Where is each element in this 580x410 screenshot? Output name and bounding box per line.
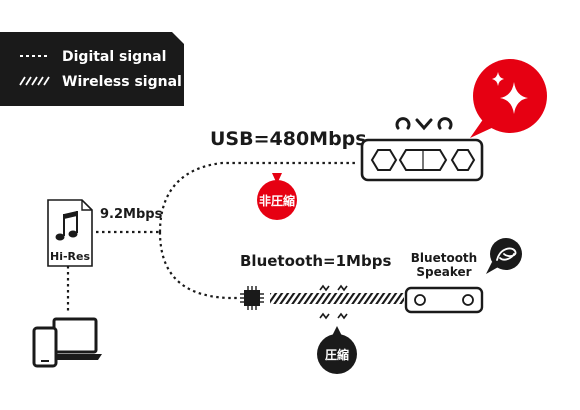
legend-wireless-swatch	[19, 76, 50, 86]
bluetooth-digital-line	[158, 231, 240, 300]
bluetooth-compressed-badge: 圧縮	[317, 326, 357, 374]
wireless-signal-band	[270, 293, 404, 304]
speaker-label-line1: Bluetooth	[411, 251, 477, 265]
usb-bandwidth-label: USB=480Mbps	[210, 128, 367, 150]
speaker-body	[404, 286, 484, 314]
usb-device-body	[360, 138, 484, 182]
digital-signal-paths	[66, 161, 358, 312]
zigzag-marks	[319, 284, 348, 320]
bluetooth-badge-label: 圧縮	[325, 347, 349, 362]
chip-icon	[240, 286, 264, 310]
legend-digital-label: Digital signal	[62, 49, 166, 65]
hi-res-label: Hi-Res	[50, 250, 90, 263]
usb-badge-label: 非圧縮	[259, 193, 295, 208]
speaker-label-line2: Speaker	[416, 265, 471, 279]
usb-device	[360, 138, 484, 182]
sparkle-icon	[492, 72, 528, 114]
legend-wireless-label: Wireless signal	[62, 74, 182, 90]
usb-uncompressed-badge: 非圧縮	[257, 173, 297, 220]
source-devices	[32, 317, 102, 368]
source-bitrate-label: 9.2Mbps	[100, 207, 163, 222]
laptop-icon	[48, 317, 102, 360]
hi-res-file: Hi-Res	[47, 199, 93, 267]
sparkle-bubble	[470, 59, 547, 138]
speech-bubble-icon	[486, 238, 522, 274]
legend: Digital signal Wireless signal	[0, 32, 184, 106]
smartphone-icon	[32, 326, 58, 368]
headset-controls-icon	[395, 117, 453, 131]
bluetooth-speaker	[404, 286, 484, 314]
usb-digital-line	[158, 161, 358, 233]
music-note-icon	[55, 211, 78, 241]
bluetooth-bandwidth-label: Bluetooth=1Mbps	[240, 252, 391, 270]
